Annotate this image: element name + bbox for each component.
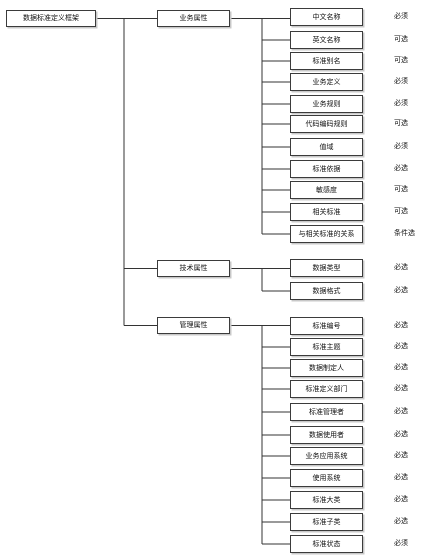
requirement-label: 必选 [394, 451, 408, 459]
attribute-node: 业务应用系统 [290, 447, 363, 465]
attribute-node: 标准别名 [290, 52, 363, 70]
attribute-node: 英文名称 [290, 31, 363, 49]
attribute-node: 标准主题 [290, 338, 363, 356]
requirement-label: 可选 [394, 119, 408, 127]
attribute-node: 数据格式 [290, 282, 363, 300]
requirement-label: 必须 [394, 77, 408, 85]
requirement-label: 必选 [394, 342, 408, 350]
attribute-node: 标准大类 [290, 491, 363, 509]
requirement-label: 必选 [394, 164, 408, 172]
attribute-node: 标准管理者 [290, 403, 363, 421]
requirement-label: 必须 [394, 539, 408, 547]
attribute-node: 代码编码规则 [290, 115, 363, 133]
attribute-node: 标准状态 [290, 535, 363, 553]
requirement-label: 可选 [394, 56, 408, 64]
attribute-node: 使用系统 [290, 469, 363, 487]
attribute-node: 数据使用者 [290, 426, 363, 444]
attribute-node: 标准子类 [290, 513, 363, 531]
requirement-label: 条件选 [394, 229, 415, 237]
requirement-label: 必选 [394, 321, 408, 329]
attribute-node: 数据制定人 [290, 359, 363, 377]
requirement-label: 可选 [394, 185, 408, 193]
requirement-label: 可选 [394, 207, 408, 215]
attribute-node: 标准依据 [290, 160, 363, 178]
requirement-label: 必选 [394, 286, 408, 294]
attribute-node: 业务规则 [290, 95, 363, 113]
requirement-label: 必选 [394, 263, 408, 271]
group-node: 管理属性 [157, 317, 230, 334]
attribute-node: 与相关标准的关系 [290, 225, 363, 243]
requirement-label: 必选 [394, 473, 408, 481]
requirement-label: 必选 [394, 495, 408, 503]
group-node: 业务属性 [157, 10, 230, 27]
requirement-label: 必选 [394, 407, 408, 415]
attribute-node: 相关标准 [290, 203, 363, 221]
requirement-label: 必须 [394, 142, 408, 150]
requirement-label: 必选 [394, 430, 408, 438]
requirement-label: 必选 [394, 517, 408, 525]
attribute-node: 敏感度 [290, 181, 363, 199]
requirement-label: 必须 [394, 12, 408, 20]
requirement-label: 可选 [394, 35, 408, 43]
attribute-node: 业务定义 [290, 73, 363, 91]
attribute-node: 中文名称 [290, 8, 363, 26]
requirement-label: 必选 [394, 384, 408, 392]
attribute-node: 值域 [290, 138, 363, 156]
group-node: 技术属性 [157, 260, 230, 277]
requirement-label: 必须 [394, 99, 408, 107]
attribute-node: 标准编号 [290, 317, 363, 335]
root-node: 数据标准定义框架 [6, 10, 96, 27]
attribute-node: 标准定义部门 [290, 380, 363, 398]
requirement-label: 必选 [394, 363, 408, 371]
attribute-node: 数据类型 [290, 259, 363, 277]
